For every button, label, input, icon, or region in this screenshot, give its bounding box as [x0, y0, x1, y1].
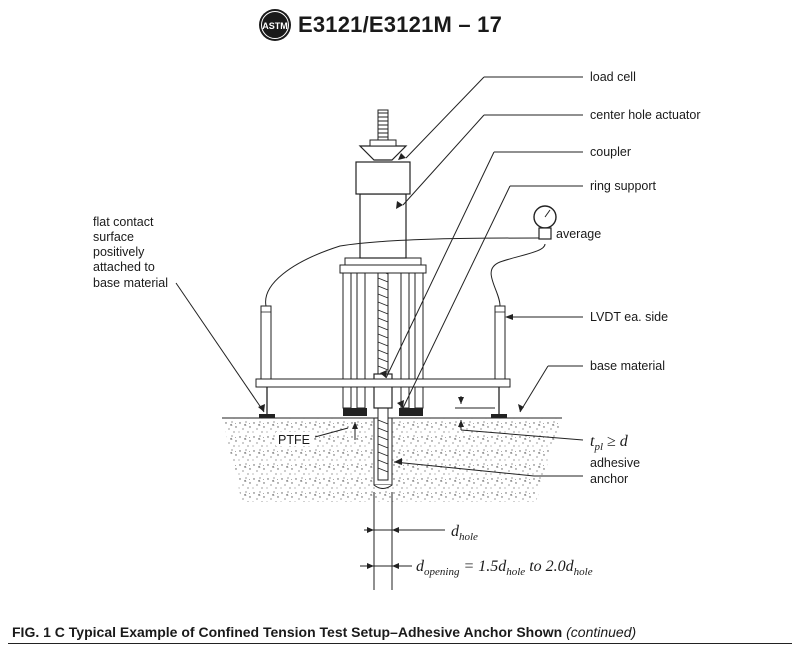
lvdt-left: [260, 305, 272, 380]
leader-lines: [175, 76, 583, 477]
label-tpl: tpl ≥ d: [590, 433, 629, 453]
label-flat-contact-2: surface: [93, 230, 134, 244]
label-adhesive: adhesive: [590, 456, 640, 470]
label-flat-contact-4: attached to: [93, 260, 155, 274]
label-ptfe: PTFE: [278, 433, 310, 447]
load-cell-body: [355, 139, 411, 195]
base-plate: [255, 378, 511, 418]
label-lvdt: LVDT ea. side: [590, 310, 668, 324]
gauge-icon: [533, 205, 557, 240]
label-flat-contact-5: base material: [93, 276, 168, 290]
lvdt-cables: [265, 237, 546, 307]
astm-logo: ASTM: [259, 9, 291, 41]
label-ring-support: ring support: [590, 179, 657, 193]
caption-continued: (continued): [566, 624, 637, 640]
figure-caption: FIG. 1 C Typical Example of Confined Ten…: [12, 624, 792, 640]
label-flat-contact-1: flat contact: [93, 215, 154, 229]
label-d-opening: dopening = 1.5dhole to 2.0dhole: [416, 558, 593, 578]
caption-main: FIG. 1 C Typical Example of Confined Ten…: [12, 624, 563, 640]
leader-arrowheads: [258, 153, 524, 569]
lvdt-right: [494, 305, 506, 380]
threaded-rod-top: [377, 109, 389, 141]
test-setup-figure: load cell center hole actuator coupler r…: [93, 70, 701, 590]
label-anchor: anchor: [590, 472, 628, 486]
label-load-cell: load cell: [590, 70, 636, 84]
label-center-hole-actuator: center hole actuator: [590, 108, 701, 122]
page-header: ASTM E3121/E3121M – 17: [0, 0, 800, 50]
label-flat-contact-3: positively: [93, 245, 145, 259]
ptfe-label-bg: [276, 432, 314, 446]
label-base-material: base material: [590, 359, 665, 373]
svg-text:ASTM: ASTM: [262, 21, 288, 31]
adhesive-anchor-rod: [377, 254, 389, 481]
ring-support-part: [343, 408, 423, 416]
label-average: average: [556, 227, 601, 241]
caption-rule: [8, 643, 792, 644]
label-d-hole: dhole: [451, 523, 478, 543]
label-coupler: coupler: [590, 145, 631, 159]
standard-code: E3121/E3121M – 17: [298, 12, 502, 37]
actuator-frame: [339, 257, 427, 409]
